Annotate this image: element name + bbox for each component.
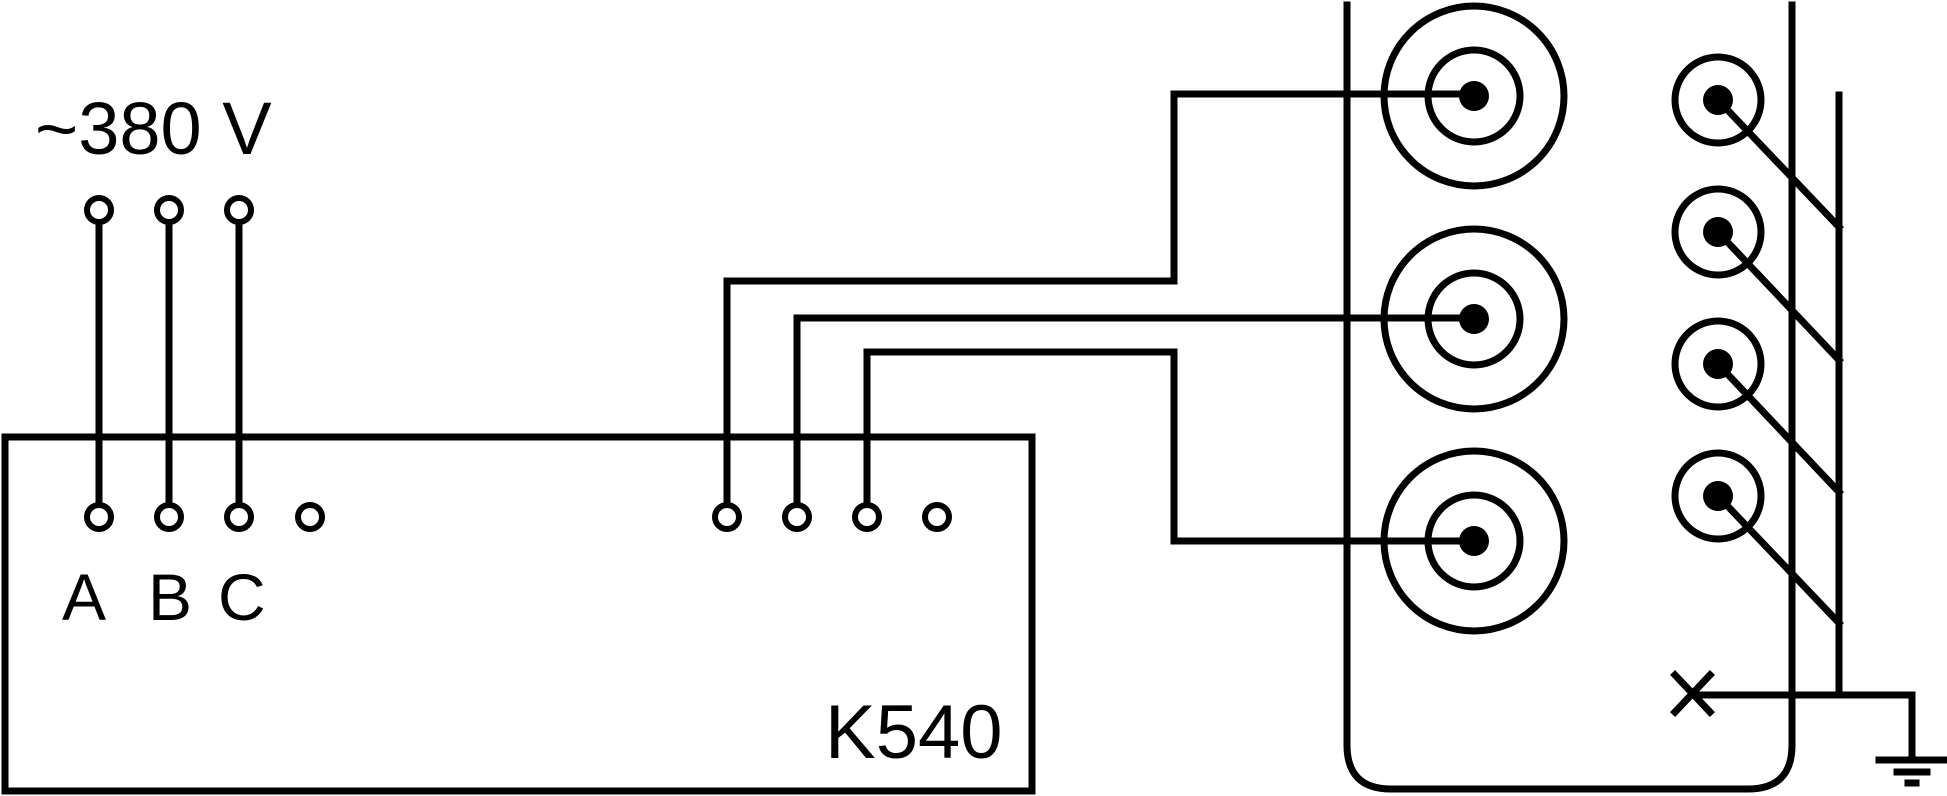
bushing-1 — [1671, 53, 1844, 232]
transformer-core-rail — [1343, 1, 1796, 793]
bushing-4 — [1671, 449, 1844, 628]
supply-terminal-c — [224, 195, 254, 225]
ct-wire-3 — [863, 348, 1478, 545]
terminal-icon — [782, 502, 812, 532]
terminal-icon — [154, 502, 184, 532]
supply-terminal-b — [154, 195, 184, 225]
device-voltage-terminals — [84, 502, 325, 532]
terminal-icon — [84, 502, 114, 532]
terminal-icon — [224, 502, 254, 532]
bushing-2 — [1671, 185, 1844, 365]
supply-terminal-a — [84, 195, 114, 225]
ground-icon — [1875, 756, 1947, 787]
terminal-icon — [295, 502, 325, 532]
device-name-label: K540 — [825, 690, 1003, 775]
phase-label-b: B — [148, 560, 192, 634]
supply-terminals — [84, 195, 254, 521]
phase-label-a: A — [62, 560, 106, 634]
supply-voltage-label: ~380 V — [35, 87, 272, 170]
device-current-terminals — [712, 502, 952, 532]
phase-label-c: C — [218, 560, 266, 634]
ct-wire-2 — [793, 314, 1478, 521]
terminal-icon — [922, 502, 952, 532]
bushing-3 — [1671, 317, 1844, 497]
ground-wire — [1694, 691, 1916, 761]
terminal-icon — [712, 502, 742, 532]
break-mark-icon — [1670, 670, 1715, 717]
device-k540-box — [1, 433, 1036, 795]
ct-wire-1 — [723, 90, 1478, 521]
terminal-icon — [852, 502, 882, 532]
